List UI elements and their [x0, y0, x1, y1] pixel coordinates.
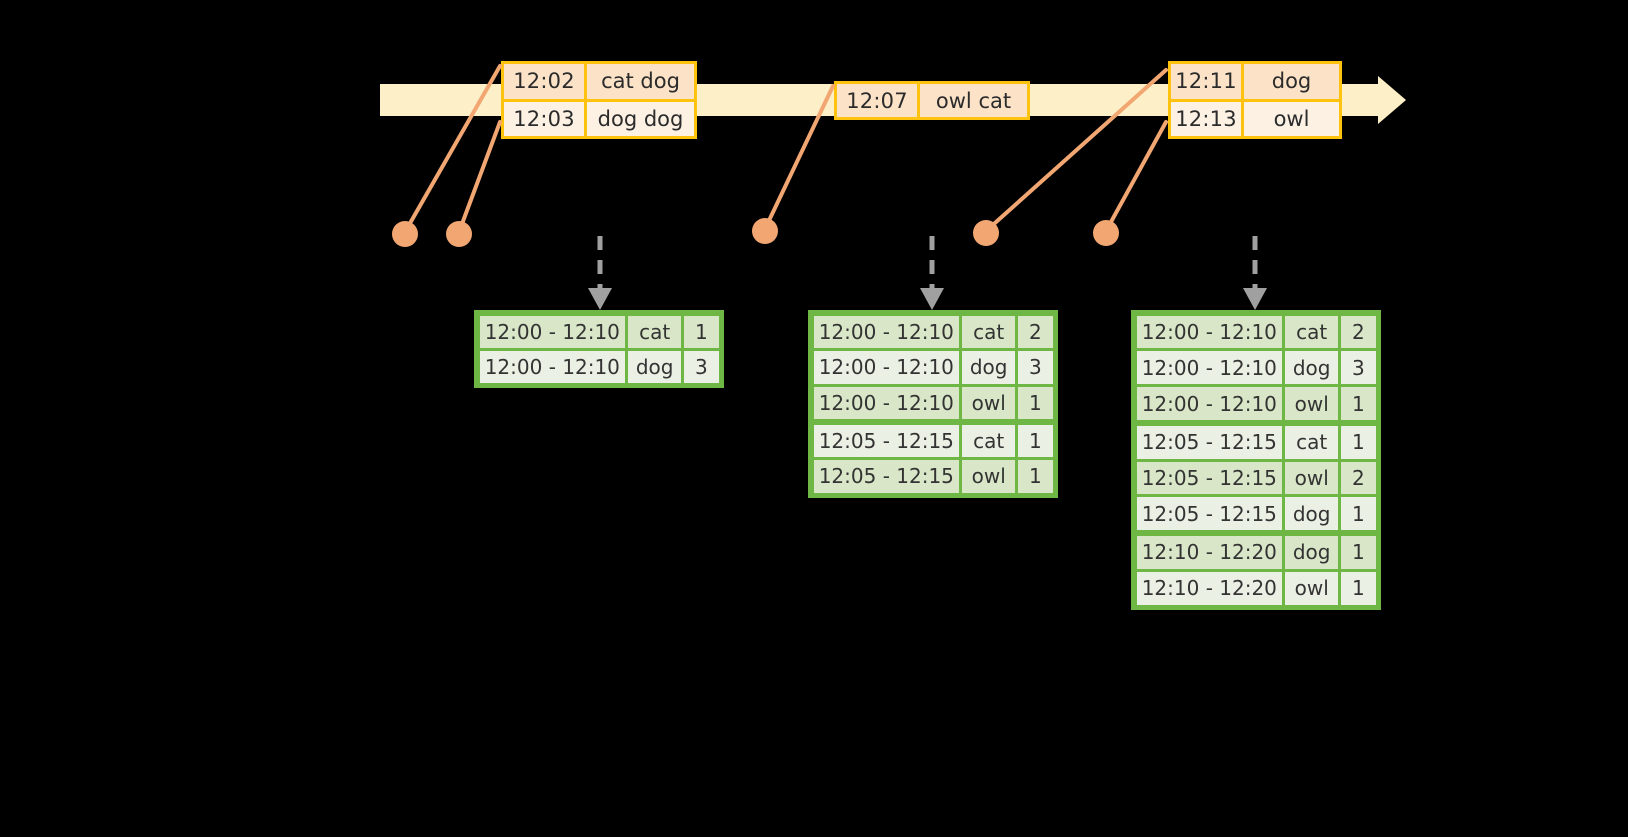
event-words: dog dog: [597, 106, 684, 131]
cell-word: dog: [962, 351, 1016, 384]
event-dot: [1093, 220, 1119, 246]
cell-window: 12:05 - 12:15: [1136, 461, 1283, 495]
cell-count: 2: [1341, 461, 1376, 495]
cell-window: 12:10 - 12:20: [1136, 571, 1283, 605]
event-words: dog: [1271, 69, 1312, 94]
cell-word: owl: [962, 460, 1016, 493]
cell-count: 1: [1018, 424, 1053, 457]
cell-window: 12:05 - 12:15: [813, 460, 960, 493]
event-words: owl cat: [935, 88, 1012, 113]
cell-window: 12:00 - 12:10: [813, 315, 960, 348]
event-row: 12:11 dog: [1171, 64, 1339, 99]
event-time: 12:13: [1171, 101, 1244, 136]
cell-window: 12:00 - 12:10: [813, 351, 960, 384]
event-group-1: 12:02 cat dog 12:03 dog dog: [501, 61, 697, 139]
cell-word: cat: [1285, 425, 1339, 459]
connector-line: [457, 120, 502, 234]
cell-count: 3: [684, 350, 719, 383]
event-group-3: 12:11 dog 12:13 owl: [1168, 61, 1342, 139]
cell-word: cat: [962, 424, 1016, 457]
trigger-arrowhead: [588, 288, 612, 310]
connector-line: [1104, 120, 1168, 233]
cell-word: owl: [1285, 461, 1339, 495]
event-words: owl: [1273, 106, 1310, 131]
cell-count: 3: [1341, 351, 1376, 385]
event-time: 12:03: [504, 101, 587, 136]
cell-count: 1: [1018, 386, 1053, 419]
trigger-arrowhead: [1243, 288, 1267, 310]
cell-window: 12:10 - 12:20: [1136, 535, 1283, 569]
cell-count: 1: [1341, 571, 1376, 605]
cell-word: owl: [962, 386, 1016, 419]
cell-window: 12:00 - 12:10: [1136, 315, 1283, 349]
cell-window: 12:00 - 12:10: [1136, 387, 1283, 421]
cell-window: 12:05 - 12:15: [1136, 497, 1283, 531]
event-dots: [392, 218, 1119, 247]
cell-count: 2: [1341, 315, 1376, 349]
event-group-2: 12:07 owl cat: [834, 81, 1030, 120]
event-dot: [392, 221, 418, 247]
cell-window: 12:05 - 12:15: [813, 424, 960, 457]
cell-word: owl: [1285, 571, 1339, 605]
cell-count: 1: [1341, 535, 1376, 569]
cell-count: 1: [1018, 460, 1053, 493]
cell-window: 12:00 - 12:10: [479, 315, 626, 348]
cell-word: owl: [1285, 387, 1339, 421]
event-dot: [446, 221, 472, 247]
cell-window: 12:00 - 12:10: [813, 386, 960, 419]
cell-word: dog: [628, 350, 682, 383]
event-time: 12:11: [1171, 64, 1244, 99]
cell-count: 1: [684, 315, 719, 348]
cell-count: 1: [1341, 425, 1376, 459]
cell-word: dog: [1285, 535, 1339, 569]
cell-window: 12:00 - 12:10: [479, 350, 626, 383]
cell-word: cat: [1285, 315, 1339, 349]
cell-word: dog: [1285, 351, 1339, 385]
trigger-arrowheads: [588, 288, 1267, 310]
cell-word: cat: [962, 315, 1016, 348]
cell-count: 2: [1018, 315, 1053, 348]
event-row: 12:07 owl cat: [837, 84, 1027, 117]
cell-window: 12:00 - 12:10: [1136, 351, 1283, 385]
event-dot: [973, 220, 999, 246]
cell-count: 3: [1018, 351, 1053, 384]
cell-window: 12:05 - 12:15: [1136, 425, 1283, 459]
event-dot: [752, 218, 778, 244]
cell-word: dog: [1285, 497, 1339, 531]
event-time: 12:02: [504, 64, 587, 99]
trigger-arrowhead: [920, 288, 944, 310]
cell-word: cat: [628, 315, 682, 348]
event-row: 12:02 cat dog: [504, 64, 694, 99]
event-row: 12:03 dog dog: [504, 98, 694, 136]
timeline-arrowhead: [1378, 76, 1406, 124]
cell-count: 1: [1341, 497, 1376, 531]
event-time: 12:07: [837, 84, 920, 117]
trigger-arrows: [597, 236, 1258, 288]
cell-count: 1: [1341, 387, 1376, 421]
event-row: 12:13 owl: [1171, 98, 1339, 136]
event-words: cat dog: [601, 69, 680, 94]
